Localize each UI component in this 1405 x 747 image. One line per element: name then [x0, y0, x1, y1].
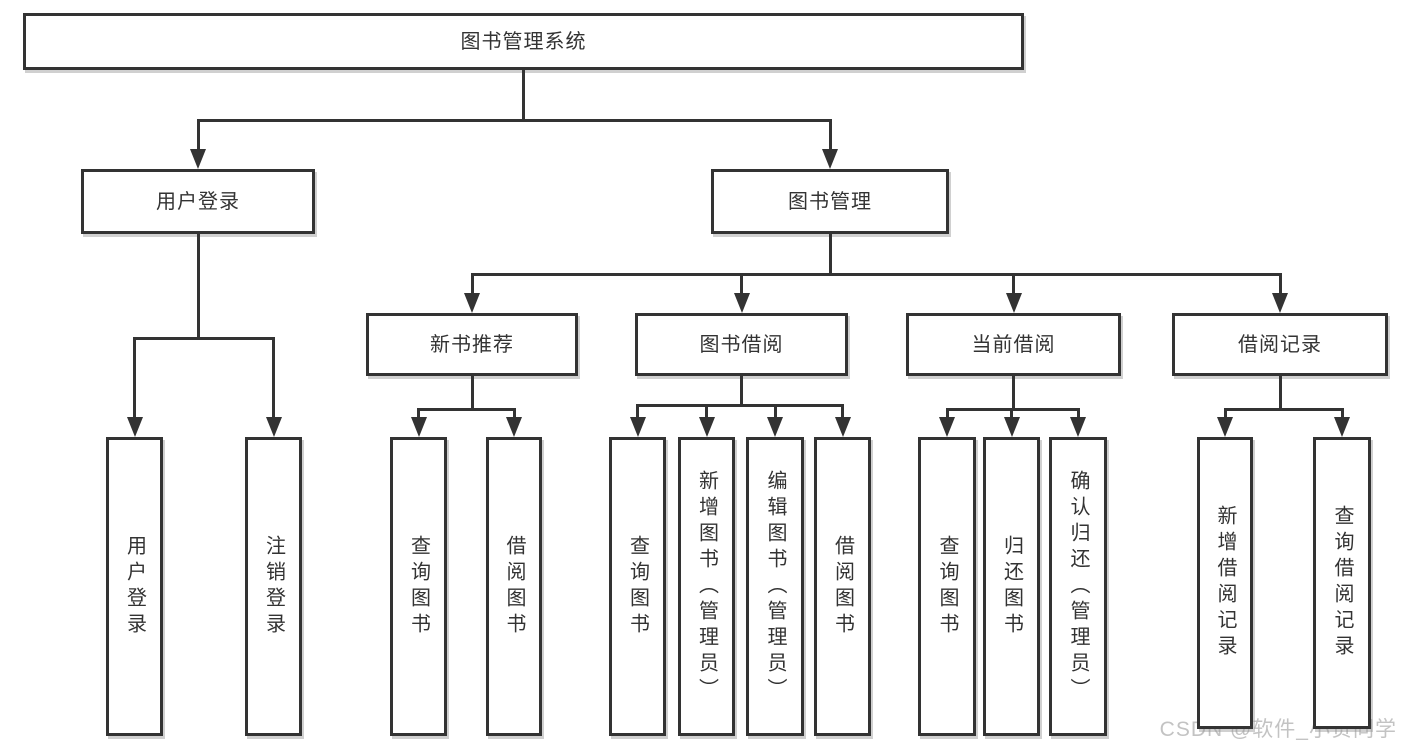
- edge-rail-new-book-recommend: [417, 408, 516, 411]
- edge-drop-leaf-edit-books-admin: [773, 404, 777, 423]
- arrow-down-icon-current-borrowing: [1005, 293, 1022, 313]
- edge-drop-leaf-borrow-books-recommend: [512, 408, 516, 423]
- node-label-book-management: 图书管理: [788, 190, 872, 213]
- edge-drop-new-book-recommend: [470, 273, 474, 299]
- edge-rail-root: [196, 119, 832, 122]
- node-label-borrowing-records: 借阅记录: [1238, 333, 1322, 356]
- node-label-current-borrowing: 当前借阅: [971, 333, 1056, 356]
- edge-drop-leaf-add-borrow-record: [1223, 408, 1227, 423]
- node-borrowing-records: 借阅记录: [1172, 313, 1388, 376]
- arrow-down-icon-leaf-confirm-return-admin: [1070, 417, 1086, 437]
- edge-drop-current-borrowing: [1012, 273, 1015, 299]
- arrow-down-icon-leaf-query-books-borrow: [629, 417, 646, 437]
- arrow-down-icon-new-book-recommend: [464, 293, 480, 313]
- arrow-down-icon-leaf-add-borrow-record: [1217, 417, 1233, 437]
- arrow-down-icon-book-borrowing: [733, 293, 750, 313]
- node-new-book-recommend: 新书推荐: [366, 313, 578, 376]
- node-label-leaf-query-books-recommend: 查询图书: [407, 534, 430, 639]
- edge-drop-borrowing-records: [1278, 273, 1282, 299]
- arrow-down-icon-user-login: [190, 149, 206, 169]
- node-leaf-query-books-borrow: 查询图书: [609, 437, 666, 736]
- edge-drop-leaf-query-books-recommend: [417, 408, 420, 423]
- node-book-management: 图书管理: [711, 169, 949, 234]
- edge-stem-user-login: [196, 234, 200, 337]
- node-label-leaf-add-borrow-record: 新增借阅记录: [1214, 505, 1236, 661]
- node-leaf-add-borrow-record: 新增借阅记录: [1197, 437, 1253, 729]
- node-label-user-login: 用户登录: [156, 190, 240, 213]
- edge-stem-book-management: [828, 234, 832, 273]
- node-leaf-logout: 注销登录: [245, 437, 302, 736]
- edge-drop-user-login: [196, 119, 200, 155]
- node-leaf-confirm-return-admin: 确认归还（管理员）: [1049, 437, 1107, 736]
- arrow-down-icon-leaf-return-books: [1003, 417, 1020, 437]
- arrow-down-icon-leaf-query-books-current: [939, 417, 955, 437]
- edge-stem-new-book-recommend: [470, 376, 474, 408]
- node-leaf-edit-books-admin: 编辑图书（管理员）: [746, 437, 804, 736]
- node-user-login: 用户登录: [81, 169, 315, 234]
- node-label-leaf-logout: 注销登录: [262, 534, 285, 639]
- arrow-down-icon-leaf-query-books-recommend: [410, 417, 427, 437]
- node-leaf-user-login: 用户登录: [106, 437, 163, 736]
- node-label-leaf-query-borrow-record: 查询借阅记录: [1331, 505, 1353, 661]
- node-current-borrowing: 当前借阅: [906, 313, 1121, 376]
- node-leaf-add-books-admin: 新增图书（管理员）: [678, 437, 735, 736]
- node-label-leaf-confirm-return-admin: 确认归还（管理员）: [1067, 469, 1089, 704]
- edge-rail-book-management: [470, 273, 1282, 276]
- edge-drop-leaf-query-books-current: [945, 408, 949, 423]
- arrow-down-icon-leaf-logout: [265, 417, 282, 437]
- arrow-down-icon-leaf-borrow-books: [834, 417, 851, 437]
- edge-rail-user-login: [133, 337, 275, 340]
- arrow-down-icon-leaf-add-books-admin: [698, 417, 715, 437]
- edge-drop-leaf-return-books: [1010, 408, 1013, 423]
- arrow-down-icon-leaf-edit-books-admin: [767, 417, 783, 437]
- node-label-leaf-query-books-borrow: 查询图书: [626, 534, 649, 639]
- node-label-leaf-user-login: 用户登录: [123, 534, 146, 639]
- node-label-leaf-edit-books-admin: 编辑图书（管理员）: [764, 469, 786, 704]
- edge-drop-leaf-add-books-admin: [705, 404, 708, 423]
- node-leaf-borrow-books: 借阅图书: [814, 437, 871, 736]
- edge-stem-book-borrowing: [740, 376, 743, 404]
- node-leaf-query-books-current: 查询图书: [918, 437, 976, 736]
- edge-stem-borrowing-records: [1278, 376, 1282, 408]
- arrow-down-icon-leaf-user-login: [126, 417, 143, 437]
- edge-drop-leaf-borrow-books: [841, 404, 844, 423]
- edge-drop-leaf-confirm-return-admin: [1076, 408, 1080, 423]
- node-leaf-query-books-recommend: 查询图书: [390, 437, 447, 736]
- arrow-down-icon-leaf-query-borrow-record: [1334, 417, 1350, 437]
- node-label-root: 图书管理系统: [460, 30, 587, 53]
- edge-drop-book-borrowing: [740, 273, 743, 299]
- edge-drop-leaf-query-books-borrow: [636, 404, 639, 423]
- node-label-book-borrowing: 图书借阅: [699, 333, 784, 356]
- node-label-leaf-query-books-current: 查询图书: [936, 534, 958, 639]
- arrow-down-icon-borrowing-records: [1272, 293, 1288, 313]
- arrow-down-icon-leaf-borrow-books-recommend: [506, 417, 522, 437]
- node-label-leaf-add-books-admin: 新增图书（管理员）: [695, 469, 718, 704]
- node-label-leaf-return-books: 归还图书: [1000, 534, 1023, 639]
- edge-drop-leaf-user-login: [133, 337, 136, 423]
- edge-stem-current-borrowing: [1012, 376, 1015, 408]
- node-book-borrowing: 图书借阅: [635, 313, 848, 376]
- node-leaf-borrow-books-recommend: 借阅图书: [486, 437, 542, 736]
- node-root: 图书管理系统: [23, 13, 1024, 70]
- node-label-leaf-borrow-books: 借阅图书: [831, 534, 854, 639]
- node-leaf-query-borrow-record: 查询借阅记录: [1313, 437, 1371, 729]
- edge-rail-book-borrowing: [636, 404, 844, 407]
- node-leaf-return-books: 归还图书: [983, 437, 1040, 736]
- edge-drop-leaf-query-borrow-record: [1340, 408, 1344, 423]
- edge-rail-borrowing-records: [1223, 408, 1344, 411]
- arrow-down-icon-book-management: [822, 149, 838, 169]
- node-label-leaf-borrow-books-recommend: 借阅图书: [503, 534, 525, 639]
- edge-stem-root: [522, 70, 525, 119]
- node-label-new-book-recommend: 新书推荐: [430, 333, 514, 356]
- edge-drop-book-management: [828, 119, 832, 155]
- edge-drop-leaf-logout: [272, 337, 275, 423]
